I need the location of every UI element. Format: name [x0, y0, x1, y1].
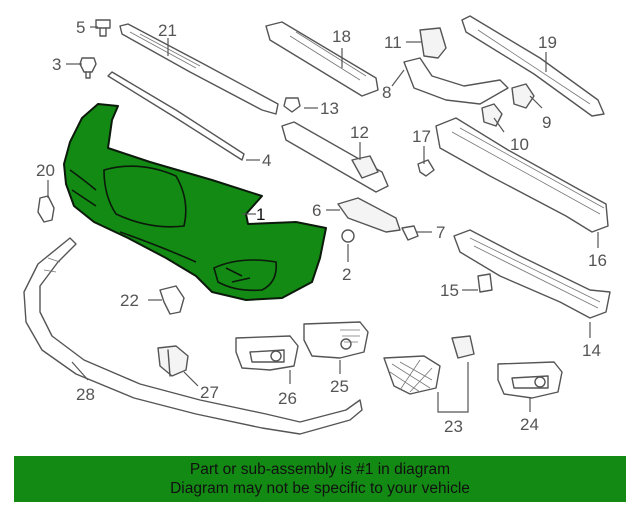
- part-14-absorber[interactable]: [453, 229, 611, 319]
- label-17[interactable]: 17: [412, 127, 431, 146]
- part-15-clip-icon[interactable]: [477, 273, 493, 293]
- label-3[interactable]: 3: [52, 55, 61, 74]
- part-28-lip-spoiler[interactable]: [23, 237, 363, 435]
- label-16[interactable]: 16: [588, 251, 607, 270]
- label-23[interactable]: 23: [444, 417, 463, 436]
- info-banner: Part or sub-assembly is #1 in diagram Di…: [14, 456, 626, 502]
- label-22[interactable]: 22: [120, 291, 139, 310]
- label-18[interactable]: 18: [332, 27, 351, 46]
- part-23-grille-insert[interactable]: [383, 335, 475, 395]
- leader-lines: [47, 26, 599, 413]
- label-7[interactable]: 7: [436, 223, 445, 242]
- part-1-bumper-cover[interactable]: [63, 103, 327, 301]
- part-19-beam[interactable]: [461, 15, 605, 117]
- part-4-molding[interactable]: [107, 71, 245, 161]
- part-16-bumper-beam[interactable]: [435, 117, 609, 233]
- part-26-fog-cover[interactable]: [235, 335, 299, 371]
- label-15[interactable]: 15: [440, 281, 459, 300]
- part-5-bolt-icon[interactable]: [95, 19, 111, 37]
- label-9[interactable]: 9: [542, 113, 551, 132]
- label-28[interactable]: 28: [76, 385, 95, 404]
- part-8-bracket-arm[interactable]: [403, 57, 509, 105]
- label-5[interactable]: 5: [76, 18, 85, 37]
- label-20[interactable]: 20: [36, 161, 55, 180]
- part-13-clip-icon[interactable]: [283, 97, 301, 113]
- label-13[interactable]: 13: [320, 99, 339, 118]
- label-14[interactable]: 14: [582, 341, 601, 360]
- label-24[interactable]: 24: [520, 415, 539, 434]
- label-25[interactable]: 25: [330, 377, 349, 396]
- label-8[interactable]: 8: [382, 83, 391, 102]
- part-24-fog-cover[interactable]: [497, 361, 563, 399]
- label-11[interactable]: 11: [384, 33, 402, 52]
- part-7-bolt-icon[interactable]: [401, 225, 419, 241]
- part-27-sensor-bracket[interactable]: [157, 345, 189, 377]
- label-19[interactable]: 19: [538, 33, 557, 52]
- part-17-bolt-icon[interactable]: [417, 159, 435, 177]
- part-11-bracket[interactable]: [419, 27, 447, 59]
- label-10[interactable]: 10: [510, 135, 529, 154]
- part-25-fog-cover[interactable]: [303, 321, 369, 359]
- banner-line-2: Diagram may not be specific to your vehi…: [170, 480, 470, 497]
- part-21-molding[interactable]: [119, 23, 279, 115]
- part-20-bracket[interactable]: [37, 195, 55, 223]
- part-3-clip-icon[interactable]: [79, 57, 97, 79]
- label-2[interactable]: 2: [342, 265, 351, 284]
- label-4[interactable]: 4: [262, 151, 271, 170]
- label-12[interactable]: 12: [350, 123, 369, 142]
- part-labels: 1 2 3 4 5 6 7 8 9 10 11 12 13 14 15 16 1…: [36, 18, 607, 436]
- label-21[interactable]: 21: [158, 21, 177, 40]
- part-18-support[interactable]: [265, 21, 379, 97]
- label-6[interactable]: 6: [312, 201, 321, 220]
- part-22-bracket[interactable]: [159, 285, 185, 315]
- banner-line-1: Part or sub-assembly is #1 in diagram: [189, 461, 451, 478]
- label-26[interactable]: 26: [278, 389, 297, 408]
- part-10-connector-icon[interactable]: [481, 103, 503, 127]
- parts-diagram: 1 2 3 4 5 6 7 8 9 10 11 12 13 14 15 16 1…: [23, 15, 611, 436]
- part-2-clip-icon[interactable]: [341, 229, 355, 243]
- label-1[interactable]: 1: [256, 205, 265, 224]
- part-12-bracket[interactable]: [281, 121, 389, 193]
- part-6-bracket[interactable]: [337, 197, 401, 233]
- label-27[interactable]: 27: [200, 383, 219, 402]
- part-9-connector-icon[interactable]: [511, 83, 535, 109]
